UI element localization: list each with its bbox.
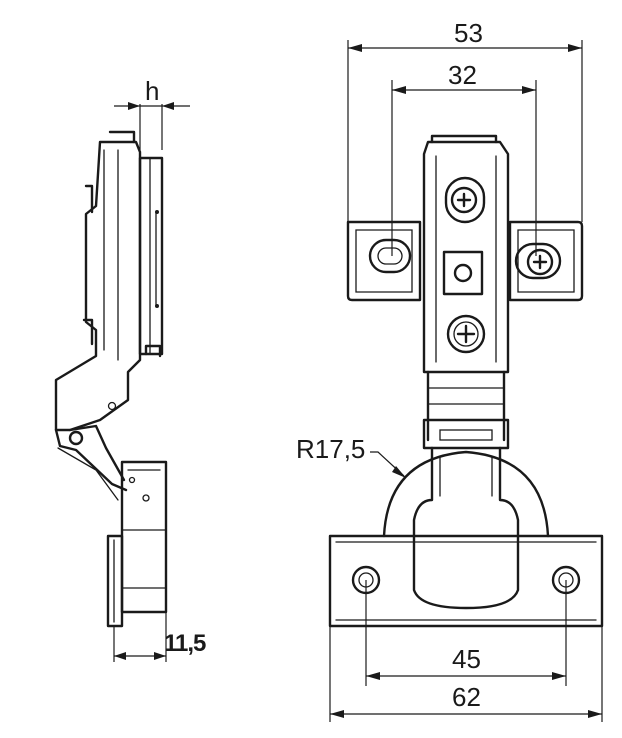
- dimension-32: 32: [391, 60, 537, 256]
- dimension-45-label: 45: [452, 644, 481, 674]
- dimension-11-5-label: 11,5: [164, 630, 206, 657]
- dimension-62: 62: [329, 626, 603, 722]
- hinge-side-view: [54, 130, 168, 628]
- dimension-radius: R17,5: [296, 434, 406, 478]
- dimension-32-label: 32: [448, 60, 477, 90]
- dimension-53-label: 53: [454, 18, 483, 48]
- dimension-53: 53: [347, 18, 583, 222]
- dimension-45: 45: [365, 580, 567, 686]
- dimension-11-5: 11,5: [113, 612, 207, 662]
- dimension-h: h: [114, 76, 190, 150]
- hinge-front-view: [328, 134, 604, 628]
- dimension-radius-label: R17,5: [296, 434, 365, 464]
- dimension-h-label: h: [145, 76, 159, 106]
- dimension-62-label: 62: [452, 682, 481, 712]
